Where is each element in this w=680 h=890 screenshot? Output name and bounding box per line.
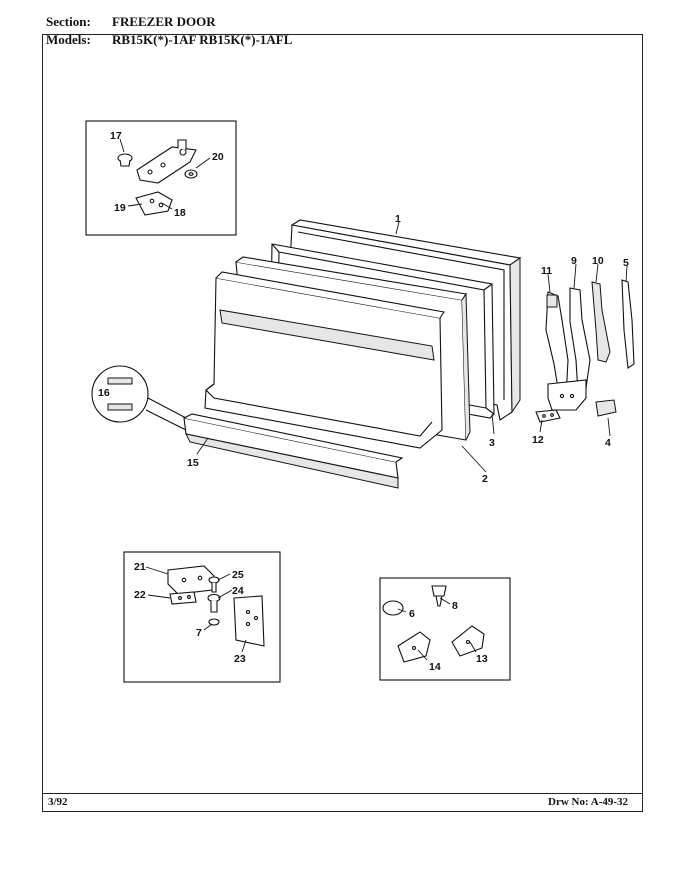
callout-4: 4 [605,437,611,449]
part-13-clip [451,625,485,657]
callout-21: 21 [134,561,146,573]
door-shelf-bin [204,271,445,449]
callout-22: 22 [134,589,146,601]
callout-7: 7 [196,627,202,639]
drawing-frame [42,34,643,812]
part-10-handle-trim [591,281,611,363]
part-17-plug [117,153,133,167]
callout-17: 17 [110,130,122,142]
callout-19: 19 [114,202,126,214]
part-5-handle-strip [621,279,635,369]
models-line: Models: RB15K(*)-1AF RB15K(*)-1AFL [46,32,292,48]
callout-9: 9 [571,255,577,267]
models-label: Models: [46,32,91,47]
part-19-hinge-bracket [135,191,173,216]
part-24-bolt [207,593,221,613]
callout-6: 6 [409,608,415,620]
callout-16: 16 [98,387,110,399]
callout-23: 23 [234,653,246,665]
callout-25: 25 [232,569,244,581]
callout-24: 24 [232,585,244,597]
part-21-hinge-top [167,565,215,595]
part-25-screw [208,576,220,593]
callout-15: 15 [187,457,199,469]
part-12-handle-mount [535,409,561,423]
part-22-shim [169,591,197,605]
callout-13: 13 [476,653,488,665]
part-16-detail-callout [91,365,187,431]
inset-hinge-top [85,120,237,236]
callout-5: 5 [623,257,629,269]
callout-8: 8 [452,600,458,612]
callout-18: 18 [174,207,186,219]
callout-3: 3 [489,437,495,449]
callout-10: 10 [592,255,604,267]
part-20-washer [184,169,198,179]
callout-1: 1 [395,213,401,225]
inset-hinge-bottom [123,551,281,683]
part-18-hinge-plate [136,139,197,184]
inset-hardware [379,577,511,681]
callout-11: 11 [541,265,552,277]
section-title: FREEZER DOOR [112,14,216,29]
drawing-date: 3/92 [48,796,68,808]
part-8-push-pin [431,585,447,607]
part-7-washer [208,618,220,626]
callout-leaders [119,138,628,661]
callout-14: 14 [429,661,441,673]
part-23-hinge-bracket-lower [233,595,265,647]
part-9-handle-bracket [547,287,591,411]
callout-2: 2 [482,473,488,485]
drawing-number: Drw No: A-49-32 [548,796,629,808]
callout-12: 12 [532,434,544,446]
callout-20: 20 [212,151,224,163]
footer-divider [42,793,643,794]
models-list: RB15K(*)-1AF RB15K(*)-1AFL [112,32,293,47]
part-15-door-rail [183,413,404,489]
part-6-button-cap [382,600,404,616]
part-4-trim-cap [595,399,617,417]
section-label: Section: [46,14,91,29]
section-line: Section: FREEZER DOOR [46,14,216,30]
